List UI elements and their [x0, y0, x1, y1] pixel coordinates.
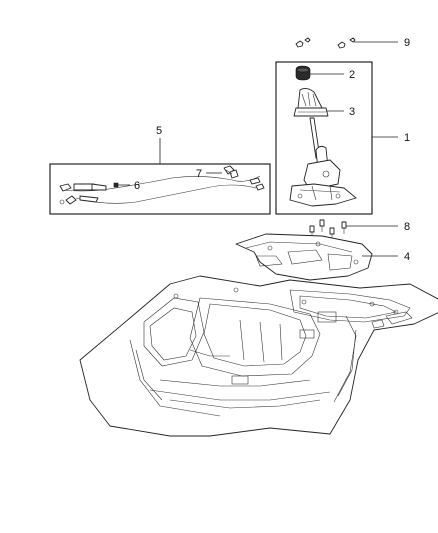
cable-clip-6	[113, 182, 119, 188]
clip-9-right	[337, 37, 356, 49]
shifter-assembly-box	[275, 61, 373, 215]
cable-retainer-7	[223, 165, 239, 179]
clip-9-left	[295, 37, 311, 48]
callout-1: 1	[404, 132, 410, 144]
shifter-boot	[293, 87, 329, 117]
console-bracket	[235, 233, 373, 281]
callout-9: 9	[404, 37, 410, 49]
callout-5: 5	[156, 125, 162, 137]
callout-4: 4	[404, 251, 410, 263]
callout-2: 2	[349, 69, 355, 81]
callout-3: 3	[349, 106, 355, 118]
shift-cable	[59, 175, 265, 205]
shift-knob	[295, 65, 311, 81]
callout-7: 7	[196, 168, 202, 180]
callout-6: 6	[134, 180, 140, 192]
floor-pan	[79, 275, 438, 437]
callout-8: 8	[404, 221, 410, 233]
shifter-lever-base	[289, 117, 357, 207]
